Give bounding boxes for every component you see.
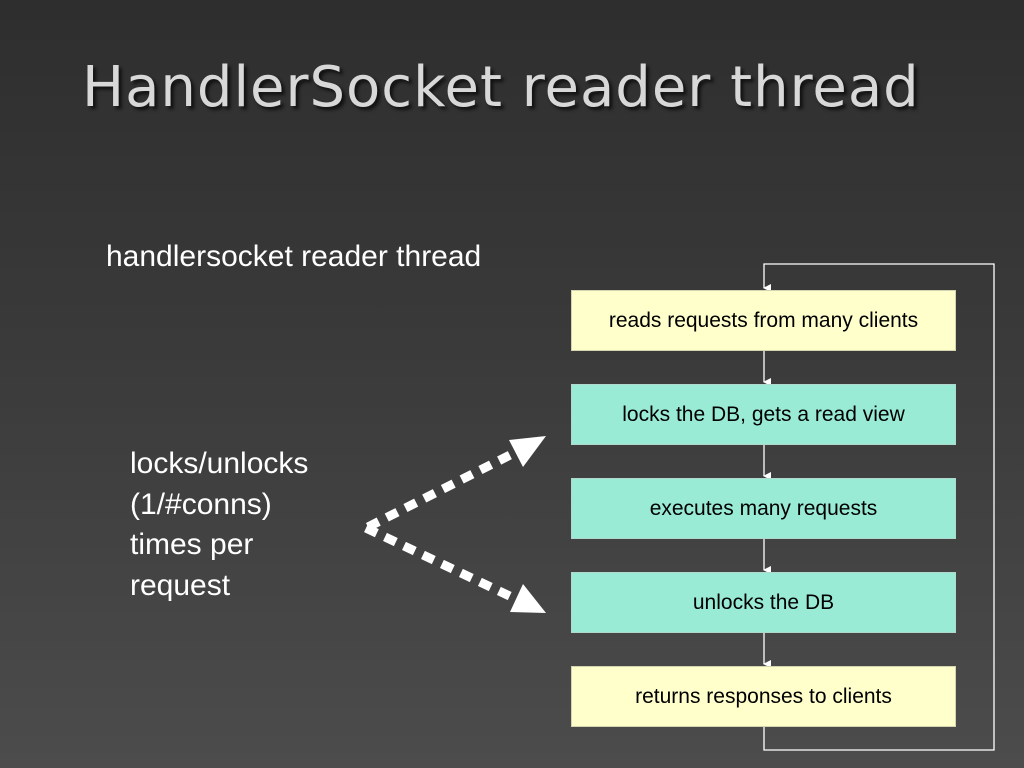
- diagram-subtitle: handlersocket reader thread: [106, 240, 482, 273]
- step-execute-requests: executes many requests: [571, 478, 956, 539]
- note-line-2: (1/#conns): [130, 487, 272, 521]
- note-line-3: times per: [130, 528, 254, 561]
- loop-back-connector: [763, 263, 995, 751]
- step-label: locks the DB, gets a read view: [622, 402, 905, 426]
- step-read-requests: reads requests from many clients: [571, 290, 956, 351]
- step-label: reads requests from many clients: [608, 308, 919, 332]
- step-label: executes many requests: [649, 496, 878, 520]
- slide-title: HandlerSocket reader thread: [82, 55, 920, 120]
- step-lock-db: locks the DB, gets a read view: [571, 384, 956, 445]
- step-unlock-db: unlocks the DB: [571, 572, 956, 633]
- note-line-4: request: [130, 568, 231, 602]
- lock-frequency-note: locks/unlocks (1/#conns) times per reque…: [130, 444, 308, 606]
- unlock-pointer-arrow: [364, 523, 546, 613]
- step-label: returns responses to clients: [635, 684, 892, 708]
- lock-pointer-arrow: [365, 436, 546, 532]
- note-line-1: locks/unlocks: [130, 447, 309, 480]
- step-return-responses: returns responses to clients: [571, 666, 956, 727]
- step-label: unlocks the DB: [692, 590, 835, 614]
